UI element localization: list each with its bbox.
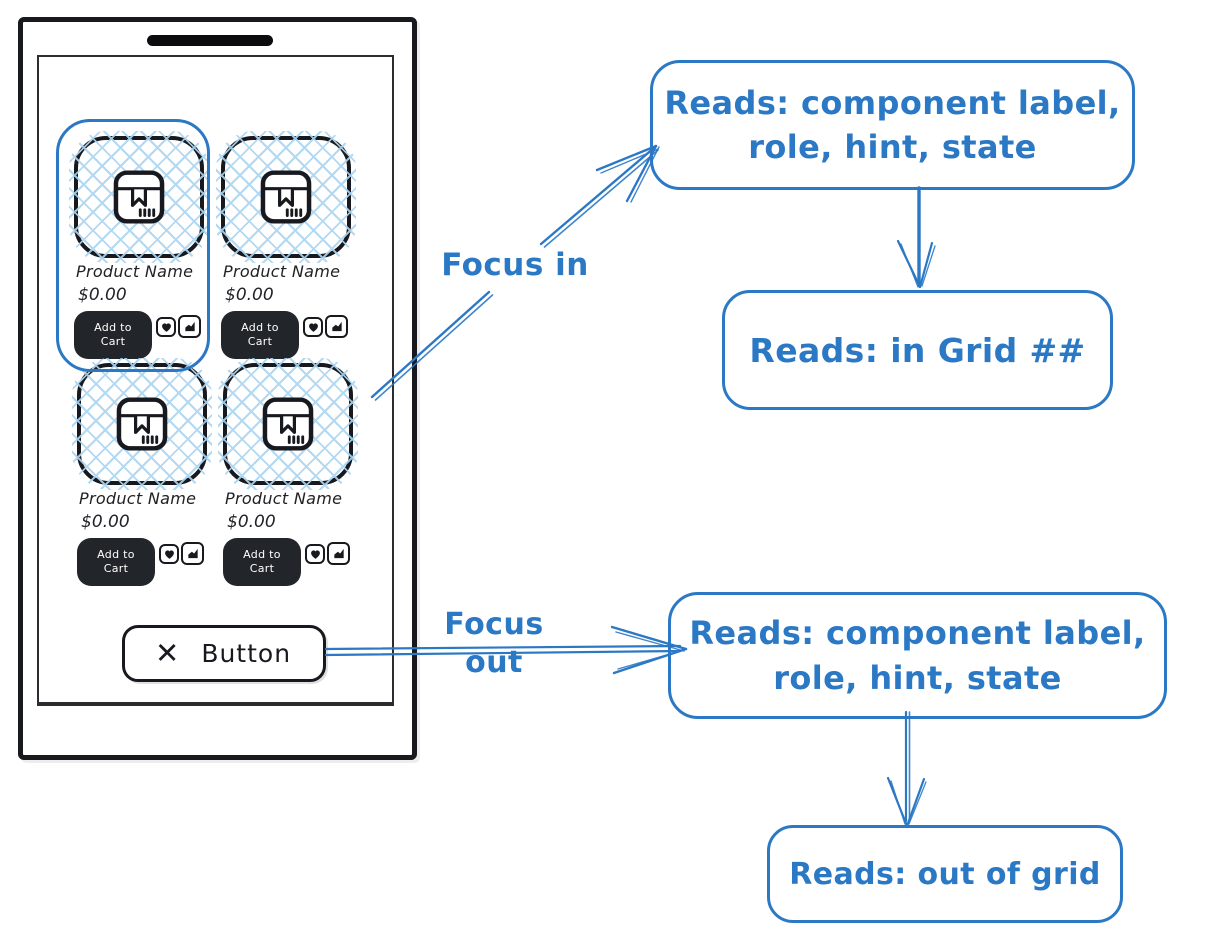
add-to-cart-button[interactable]: Add to Cart (223, 538, 301, 586)
stats-icon[interactable] (181, 542, 204, 565)
heart-icon[interactable] (303, 317, 323, 337)
package-icon (113, 170, 165, 224)
close-button[interactable]: ✕ Button (122, 625, 326, 682)
focus-in-label: Focus in (441, 247, 589, 283)
reads-line: Reads: in Grid ## (749, 330, 1086, 370)
add-to-cart-button[interactable]: Add to Cart (77, 538, 155, 586)
top-to-ingrid-arrow (896, 186, 936, 289)
reads-component-box-top: Reads: component label, role, hint, stat… (650, 60, 1135, 190)
stats-icon[interactable] (178, 315, 201, 338)
add-to-cart-label: Add to Cart (243, 547, 281, 575)
reads-line: Reads: out of grid (789, 856, 1101, 892)
reads-line: role, hint, state (773, 658, 1062, 697)
package-icon (260, 170, 312, 224)
add-to-cart-label: Add to Cart (241, 320, 279, 348)
focus-out-line2: out (465, 644, 523, 680)
heart-icon[interactable] (305, 544, 325, 564)
heart-icon[interactable] (159, 544, 179, 564)
reads-line: Reads: component label, (689, 614, 1146, 653)
reads-out-of-grid-box: Reads: out of grid (767, 825, 1123, 923)
product-price: $0.00 (227, 512, 276, 532)
phone-frame: Product Name $0.00 Add to Cart (18, 17, 417, 760)
heart-icon[interactable] (156, 317, 176, 337)
close-button-label: Button (201, 639, 292, 668)
product-name: Product Name (223, 262, 341, 281)
add-to-cart-button[interactable]: Add to Cart (221, 311, 299, 359)
product-name: Product Name (76, 262, 194, 281)
add-to-cart-label: Add to Cart (94, 320, 132, 348)
package-icon (262, 397, 314, 451)
product-name: Product Name (225, 489, 343, 508)
close-icon: ✕ (155, 636, 180, 670)
focus-out-label: Focus out (436, 606, 552, 681)
product-price: $0.00 (225, 285, 274, 305)
focus-out-line1: Focus (444, 607, 544, 642)
card-actions: Add to Cart (74, 311, 206, 361)
reads-line: role, hint, state (748, 128, 1037, 166)
add-to-cart-button[interactable]: Add to Cart (74, 311, 152, 359)
card-actions: Add to Cart (77, 538, 209, 588)
product-image (69, 131, 209, 263)
product-price: $0.00 (78, 285, 127, 305)
reads-in-grid-box: Reads: in Grid ## (722, 290, 1113, 410)
product-image (216, 131, 356, 263)
add-to-cart-label: Add to Cart (97, 547, 135, 575)
product-name: Product Name (79, 489, 197, 508)
product-price: $0.00 (81, 512, 130, 532)
product-image (218, 358, 358, 490)
card-actions: Add to Cart (221, 311, 353, 361)
package-icon (116, 397, 168, 451)
phone-screen: Product Name $0.00 Add to Cart (37, 55, 394, 706)
reads-component-box-bottom: Reads: component label, role, hint, stat… (668, 592, 1167, 719)
stats-icon[interactable] (325, 315, 348, 338)
card-actions: Add to Cart (223, 538, 355, 588)
stats-icon[interactable] (327, 542, 350, 565)
reads-line: Reads: component label, (664, 83, 1121, 122)
bottom-to-outgrid-arrow (886, 710, 927, 828)
speaker-bar (147, 35, 273, 46)
product-image (72, 358, 212, 490)
